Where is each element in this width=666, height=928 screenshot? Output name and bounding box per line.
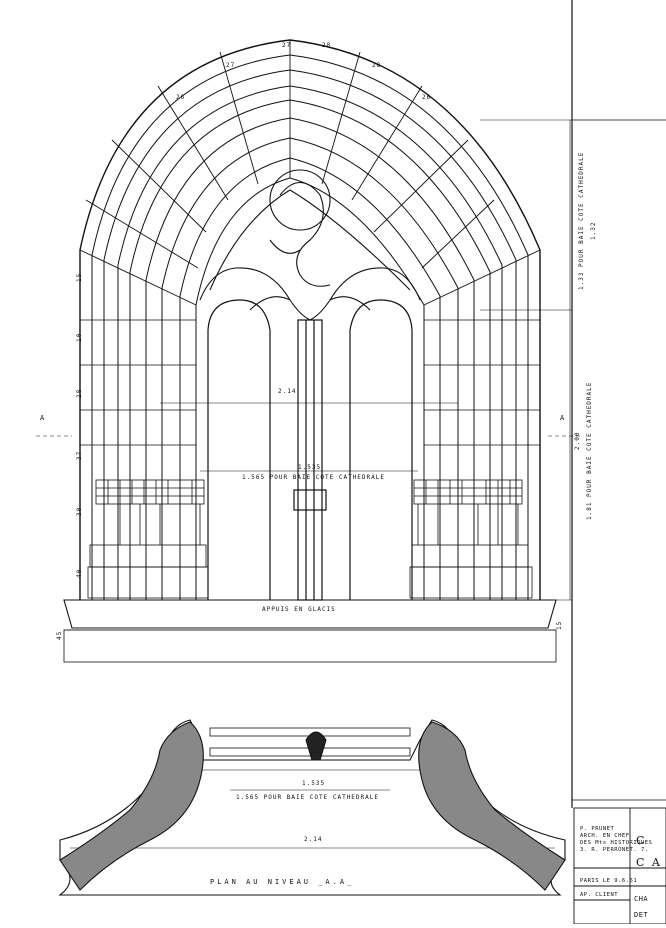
plan-dim-note: 1.565 POUR BAIE COTE CATHEDRALE bbox=[236, 794, 379, 801]
plan-section bbox=[58, 719, 566, 896]
dim-height-lower-note: 1.81 POUR BAIE COTE CATHEDRALE bbox=[586, 381, 593, 520]
architect-role-2: DES Mts HISTORIQUES bbox=[580, 840, 653, 846]
section-mark-right: A bbox=[560, 414, 566, 422]
section-mark-left: A bbox=[40, 414, 46, 422]
plan-dim-inner: 1.535 bbox=[302, 780, 326, 787]
left-small-dim: 45 bbox=[56, 630, 63, 640]
architect-name: P. PRUNET bbox=[580, 826, 615, 832]
dim-height-lower: 2.00 bbox=[574, 431, 581, 450]
architect-role-1: ARCH. EN CHEF bbox=[580, 833, 630, 839]
left-dim-4: 30 bbox=[76, 506, 83, 516]
plan-caption: PLAN AU NIVEAU _A.A_ bbox=[210, 878, 355, 886]
capital-band bbox=[87, 479, 533, 599]
dim-width-inner: 1.535 bbox=[298, 464, 322, 471]
left-dim-0: 15 bbox=[76, 272, 83, 282]
title-det: DET bbox=[634, 911, 649, 919]
arch-number-1: 28 bbox=[322, 42, 332, 49]
sill-label: APPUIS EN GLACIS bbox=[262, 606, 336, 613]
dim-height-upper: 1.32 bbox=[590, 221, 597, 240]
voussoir-joints bbox=[79, 40, 541, 306]
client-label: AP. CLIENT bbox=[580, 892, 619, 898]
window-openings bbox=[207, 299, 413, 601]
right-small-dim: 15 bbox=[556, 620, 563, 630]
city-date: PARIS LE 9.6.61 bbox=[580, 878, 638, 884]
left-dim-9: 40 bbox=[76, 568, 83, 578]
arch-number-4: 26 bbox=[176, 94, 186, 101]
title-letter-c: C bbox=[636, 834, 647, 847]
title-letters-ca: C A bbox=[636, 856, 662, 869]
dim-note-inner: 1.565 POUR BAIE COTE CATHEDRALE bbox=[242, 474, 385, 481]
title-cha: CHA bbox=[634, 895, 649, 903]
plan-dim-main: 2.14 bbox=[304, 836, 323, 843]
left-dim-3: 37 bbox=[76, 450, 83, 460]
arch-number-5: 26 bbox=[422, 94, 432, 101]
arch-number-3: 28 bbox=[372, 62, 382, 69]
arch-number-0: 27 bbox=[282, 42, 292, 49]
title-block: P. PRUNET ARCH. EN CHEF DES Mts HISTORIQ… bbox=[574, 808, 666, 924]
jamb-coursing bbox=[80, 319, 540, 446]
dim-height-upper-note: 1.33 POUR BAIE COTE CATHEDRALE bbox=[578, 151, 585, 290]
tracery bbox=[199, 169, 421, 321]
dim-width-main: 2.14 bbox=[278, 388, 297, 395]
left-dim-2: 28 bbox=[76, 388, 83, 398]
architect-address: 3. R. PERRONET. 7. bbox=[580, 847, 649, 853]
sill bbox=[63, 599, 557, 663]
left-dim-1: 10 bbox=[76, 332, 83, 342]
arch-number-2: 27 bbox=[226, 62, 236, 69]
dimension-lines bbox=[36, 119, 580, 601]
